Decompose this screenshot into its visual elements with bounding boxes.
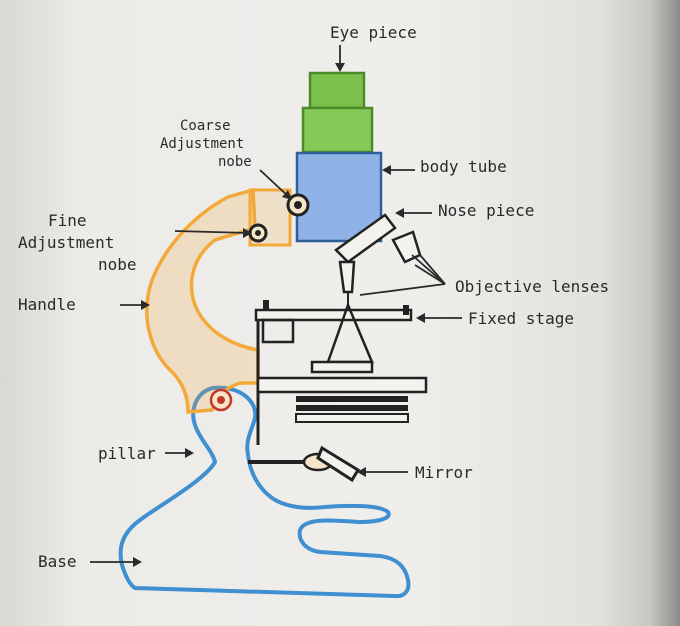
label-coarse-line1: Coarse [180, 118, 231, 134]
arrowhead-eye-piece [335, 63, 345, 72]
label-fine-line1: Fine [48, 211, 87, 230]
diaphragm-2 [296, 405, 408, 411]
arrow-objective-3 [414, 264, 446, 285]
arrowhead-pillar [185, 448, 194, 458]
mirror [316, 445, 361, 483]
label-handle: Handle [18, 295, 76, 314]
arrowhead-fine [243, 228, 252, 238]
stage-clip-right [403, 305, 409, 315]
eyepiece-top [308, 71, 366, 110]
arrow-objective-1 [411, 254, 446, 285]
arrow-coarse-adjustment [259, 169, 291, 199]
fine-knob-center [255, 230, 261, 236]
arrowhead-base [133, 557, 142, 567]
stage-lower-plate [256, 376, 428, 394]
page-spine-shadow [650, 0, 680, 626]
stage-base-plate [310, 360, 374, 374]
arrowhead-body-tube [382, 165, 391, 175]
pillar-knob-center [217, 396, 225, 404]
label-coarse-line2: Adjustment [160, 136, 244, 152]
stage-clip-left [263, 300, 269, 310]
arrow-fine-adjustment [174, 230, 251, 234]
stage-block [261, 318, 295, 344]
microscope-handle [145, 187, 260, 414]
arrowhead-mirror [357, 467, 366, 477]
label-mirror: Mirror [415, 463, 473, 482]
objective-lens-left [338, 260, 356, 294]
label-coarse-line3: nobe [218, 154, 252, 170]
label-nose-piece: Nose piece [438, 201, 534, 220]
label-fine-line3: nobe [98, 255, 137, 274]
arrowhead-handle [141, 300, 150, 310]
label-pillar: pillar [98, 444, 156, 463]
arrowhead-coarse [282, 190, 292, 200]
label-eye-piece: Eye piece [330, 23, 417, 42]
nose-piece [334, 213, 397, 264]
diaphragm-3 [295, 413, 409, 423]
label-base: Base [38, 552, 77, 571]
label-fixed-stage: Fixed stage [468, 309, 574, 328]
microscope-base [118, 385, 411, 599]
arrow-heads [133, 63, 425, 567]
arrow-objective-2 [419, 254, 446, 285]
eyepiece-bottom [301, 106, 374, 154]
fixed-stage [254, 308, 413, 322]
label-fine-line2: Adjustment [18, 233, 114, 252]
arrowhead-nose-piece [395, 208, 404, 218]
arrowhead-fixed-stage [416, 313, 425, 323]
label-objective-lenses: Objective lenses [455, 277, 609, 296]
coarse-knob-center [294, 201, 302, 209]
diaphragm-1 [296, 396, 408, 402]
arrow-objective-4 [359, 283, 446, 296]
label-body-tube: body tube [420, 157, 507, 176]
